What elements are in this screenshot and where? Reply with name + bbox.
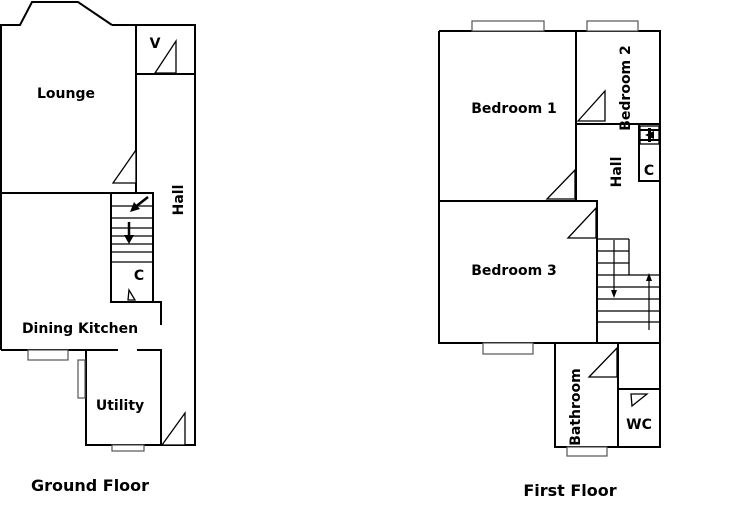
room-label-bathroom: Bathroom <box>568 368 584 446</box>
vestibule-door[interactable] <box>153 38 177 74</box>
room-label-lounge: Lounge <box>37 86 95 102</box>
room-label-wc: WC <box>626 417 652 433</box>
first-inner-walls <box>439 31 660 447</box>
utility-side-window <box>77 359 86 399</box>
bedroom3-window <box>482 342 534 355</box>
cupboard-door[interactable] <box>127 287 137 301</box>
ground-outer-walls <box>0 1 196 446</box>
first-outer-walls <box>438 30 661 448</box>
room-label-dining-kitchen: Dining Kitchen <box>22 321 138 337</box>
ground-stairs-cupboard-box <box>110 192 154 303</box>
ground-floor-plan: Lounge V Hall C Dining Kitchen Utility G… <box>0 1 196 495</box>
first-floor-caption: First Floor <box>523 481 616 500</box>
room-label-utility: Utility <box>96 398 144 414</box>
bedroom2-door[interactable] <box>576 89 606 122</box>
bedroom1-door[interactable] <box>545 168 576 200</box>
room-label-hall: Hall <box>609 157 625 188</box>
room-label-cupboard: C <box>134 268 144 284</box>
ground-stair-arrows <box>124 196 149 244</box>
ground-stair-treads <box>111 205 153 263</box>
utility-hall-door[interactable] <box>160 410 186 446</box>
ground-inner-walls <box>1 25 195 445</box>
bedroom2-window <box>586 20 639 32</box>
wc-door[interactable] <box>630 393 649 408</box>
ground-floor-caption: Ground Floor <box>31 476 149 495</box>
first-floor-plan: Bedroom 1 Bedroom 2 Bedroom 3 Hall C Bat… <box>438 20 661 500</box>
bedroom3-door[interactable] <box>566 206 597 239</box>
room-label-hall: Hall <box>171 185 187 216</box>
bathroom-door[interactable] <box>587 346 618 378</box>
room-label-vestibule: V <box>150 36 161 52</box>
airing-cupboard-icon <box>639 125 660 145</box>
first-stair-arrows <box>611 240 652 330</box>
bedroom1-window <box>471 20 545 32</box>
lounge-door[interactable] <box>111 147 137 184</box>
room-label-bedroom3: Bedroom 3 <box>471 263 557 279</box>
dining-window <box>27 349 69 361</box>
room-label-cupboard: C <box>644 163 654 179</box>
room-label-bedroom1: Bedroom 1 <box>471 101 557 117</box>
room-label-bedroom2: Bedroom 2 <box>618 45 634 131</box>
utility-window <box>111 444 145 452</box>
bathroom-window <box>566 446 608 457</box>
